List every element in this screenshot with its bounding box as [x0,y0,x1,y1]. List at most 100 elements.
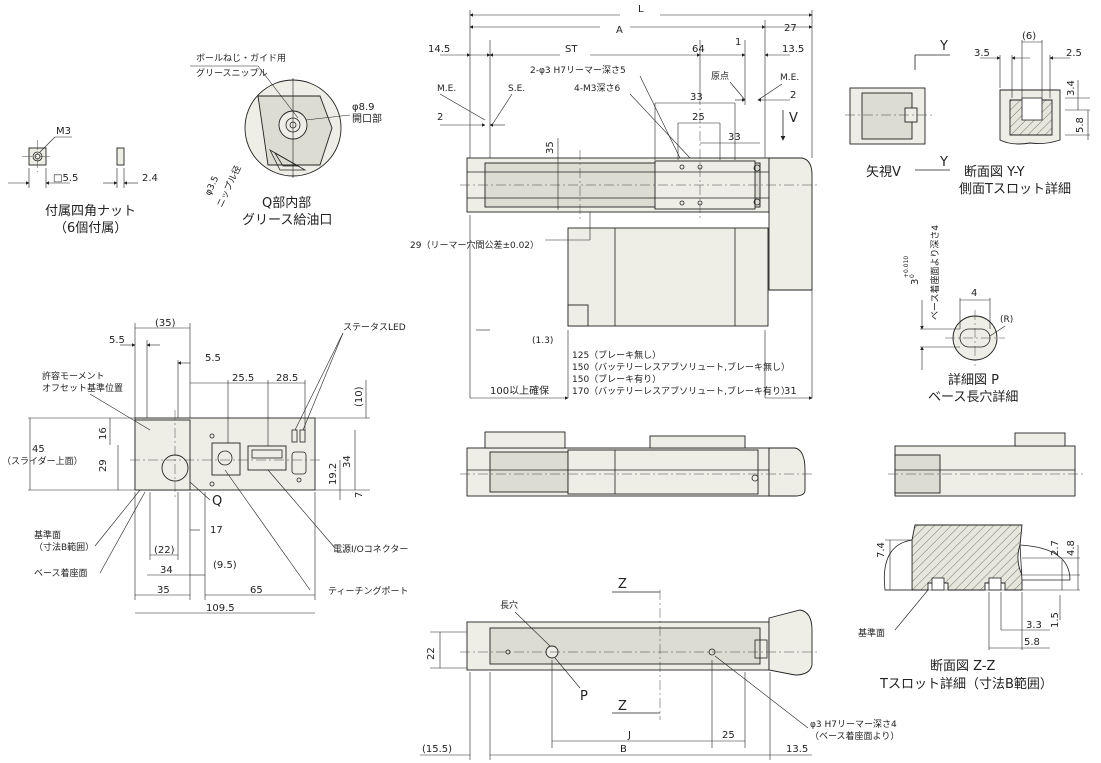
me-left-label: M.E. [437,84,456,94]
dim-33-b: 33 [728,132,741,143]
dim-64: 64 [692,44,705,55]
q-label: Q [212,494,222,509]
bottom-end-cap [768,609,813,676]
end-dim-17: 17 [210,525,223,536]
nut-side [116,147,125,166]
length-batteryless-none: 150（バッテリーレスアブソリュート,ブレーキ無し） [572,361,790,373]
front-slider [649,435,746,449]
yy-dim-5-8: 5.8 [1075,117,1086,133]
zz-dim-4-8: 4.8 [1066,540,1077,556]
front-motor [567,449,759,495]
bottom-dim-22: 22 [426,647,437,660]
dim-25: 25 [692,112,705,123]
end-dim-34: 34 [342,455,353,468]
length-brake-none: 125（ブレーキ無し） [572,349,661,361]
bottom-dim-J: J [627,730,631,741]
bottom-dim-B: B [620,744,627,755]
moment-label-2: オフセット基準位置 [42,382,123,394]
detail-p-label: P [580,689,588,704]
section-yy: 3.5 (6) 2.5 3.4 5.8 断面図 Y-Y 側面Tスロット詳細 [959,31,1090,197]
p-tol-value: 3 [910,279,921,285]
long-slot-label: 長穴 [500,599,518,611]
bottom-dim-25: 25 [722,730,735,741]
section-y-bottom: Y [939,155,948,170]
yy-caption-sub: 側面Tスロット詳細 [959,181,1071,197]
end-view: (35) 5.5 5.5 25.5 28.5 ステータスLED 許容モーメント … [2,318,408,614]
end-dim-7: 7 [354,492,365,498]
length-batteryless-brake: 170（バッテリーレスアブソリュート,ブレーキ有り） [572,385,790,397]
end-dim-29: 29 [98,459,109,472]
dim-33-a: 33 [690,92,703,103]
ref-surface-range: （寸法B範囲） [34,541,94,553]
end-dim-35b: 35 [157,585,170,596]
teaching-port-label: ティーチングポート [328,585,408,597]
clearance-note: 100以上確保 [490,384,549,397]
end-dim-5-5b: 5.5 [205,353,221,364]
nut-m3-label: M3 [56,126,71,137]
nut-caption: 付属四角ナット [45,204,136,219]
dim-1-3: (1.3) [532,336,553,346]
section-z-top: Z [618,577,627,592]
zz-ref-label: 基準面 [858,627,885,639]
se-label: S.E. [508,84,525,94]
base-seat-label: ベース着座面 [34,567,88,579]
q-caption: Q部内部 [262,195,311,211]
dim-L: L [638,4,644,15]
end-dim-16: 16 [98,427,109,440]
dim-35: 35 [545,141,556,154]
p-caption: 詳細図 P [948,372,999,388]
end-dim-28-5: 28.5 [276,373,298,384]
reamer-hole-note: φ3 H7リーマー深さ4 [810,719,897,730]
origin-label: 原点 [711,71,729,82]
reamer-note: 2-φ3 H7リーマー深さ5 [530,65,626,76]
yy-dim-3-4: 3.4 [1066,80,1077,96]
dim-ST: ST [565,44,578,55]
q-opening-dia: φ8.9 [352,102,375,113]
dim-A: A [616,25,623,36]
zz-dim-5-8: 5.8 [1024,637,1040,648]
end-dim-9-5: (9.5) [213,560,237,571]
p-dim-4: 4 [971,288,977,299]
q-nipple-dia: φ3.5 [204,175,222,198]
me-right-label: M.E. [780,73,799,83]
reamer-hole-note-sub: （ベース着座面より） [810,730,899,742]
zz-dim-1-5: 1.5 [1050,612,1061,628]
dim-14-5: 14.5 [428,44,450,55]
zz-caption: 断面図 Z-Z [930,659,996,674]
dim-1: 1 [735,37,741,48]
q-detail-view: ボールねじ・ガイド用 グリースニップル φ8.9 開口部 φ3.5 ニップル径 … [190,53,382,228]
section-y-top: Y [939,39,948,54]
zz-dim-7-4: 7.4 [876,542,887,558]
q-nipple-label: ニップル径 [214,163,244,209]
end-dim-65: 65 [250,585,263,596]
dim-27: 27 [784,23,797,34]
top-motor-end [768,157,813,291]
zz-caption-sub: Tスロット詳細（寸法B範囲） [879,676,1053,692]
yy-dim-2-5: 2.5 [1066,48,1082,59]
q-note-line2: グリースニップル [196,67,268,79]
dim-2-left: 2 [437,112,443,123]
bottom-view: Z Z 長穴 22 P J 25 B (15.5) 13.5 φ3 H7リーマー… [420,577,899,760]
section-z-bottom: Z [618,699,627,714]
moment-label-1: 許容モーメント [42,370,105,382]
end-dim-34b: 34 [160,565,173,576]
end-dim-25-5: 25.5 [232,373,254,384]
q-opening-label: 開口部 [352,112,382,125]
right-end-view [888,432,1085,497]
length-brake: 150（ブレーキ有り） [572,373,661,385]
ref-surface-label: 基準面 [34,529,61,541]
end-dim-5-5a: 5.5 [109,335,125,346]
end-dim-19-2: 19.2 [328,463,339,485]
q-caption-sub: グリース給油口 [242,213,332,228]
p-depth-note: ベース着座面より深さ4 [929,225,941,320]
bottom-dim-15-5: (15.5) [422,744,452,755]
slider-top-label: （スライダー上面） [2,455,83,467]
view-v-caption: 矢視V [866,165,901,180]
nut-caption-sub: （6個付属） [54,221,127,236]
nut-thickness-label: 2.4 [142,173,158,184]
status-led-icon [291,451,307,475]
end-dim-10: (10) [354,386,365,407]
dim-31: 31 [784,386,797,397]
yy-dim-3-5: 3.5 [974,48,990,59]
